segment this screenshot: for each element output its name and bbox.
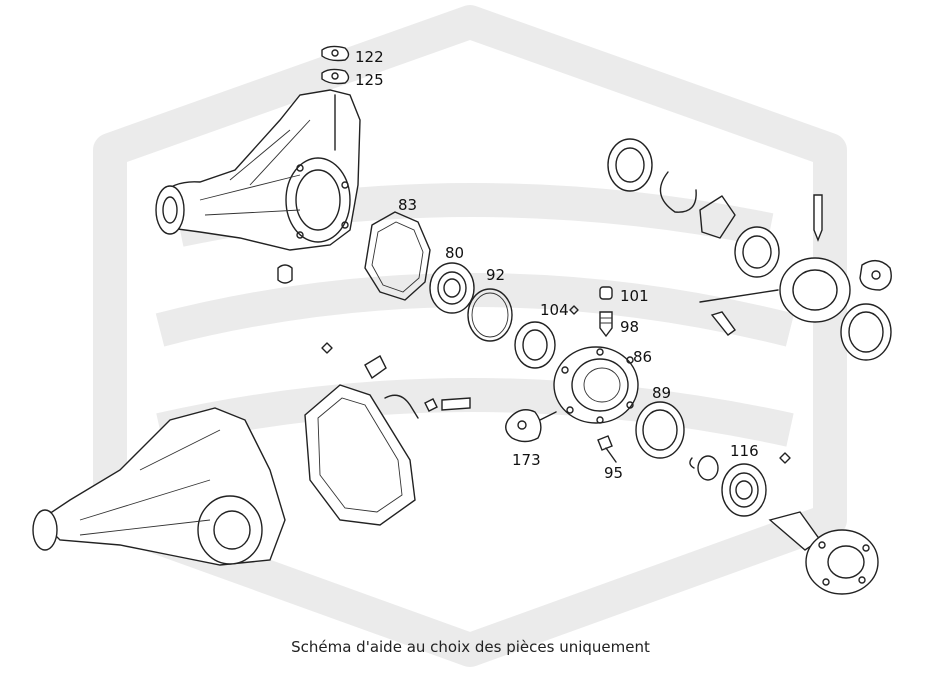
differential-housing-top bbox=[155, 45, 361, 284]
upper-right-parts bbox=[607, 138, 892, 361]
bolt-95 bbox=[597, 435, 617, 463]
callout-122: 122 bbox=[355, 48, 384, 66]
seal-89 bbox=[635, 401, 685, 459]
bearing-80 bbox=[429, 262, 475, 314]
callout-89: 89 bbox=[652, 384, 671, 402]
callout-98: 98 bbox=[620, 318, 639, 336]
output-shaft bbox=[768, 511, 879, 595]
callout-83: 83 bbox=[398, 196, 417, 214]
callout-101: 101 bbox=[620, 287, 649, 305]
callout-95: 95 bbox=[604, 464, 623, 482]
callout-80: 80 bbox=[445, 244, 464, 262]
callout-125: 125 bbox=[355, 71, 384, 89]
bearing-116 bbox=[689, 452, 791, 517]
carrier-86 bbox=[553, 346, 639, 424]
gasket-83 bbox=[364, 211, 431, 301]
differential-housing-bottom bbox=[32, 407, 286, 566]
callout-86: 86 bbox=[633, 348, 652, 366]
callout-104: 104 bbox=[540, 301, 569, 319]
flange-173 bbox=[505, 409, 557, 443]
plug-101-screw-98 bbox=[599, 286, 613, 338]
callout-116: 116 bbox=[730, 442, 759, 460]
cover-plate bbox=[304, 342, 471, 526]
diagram-caption: Schéma d'aide au choix des pièces unique… bbox=[291, 638, 650, 656]
ring-92 bbox=[467, 288, 513, 342]
callout-173: 173 bbox=[512, 451, 541, 469]
seal-104 bbox=[514, 305, 579, 369]
callout-92: 92 bbox=[486, 266, 505, 284]
